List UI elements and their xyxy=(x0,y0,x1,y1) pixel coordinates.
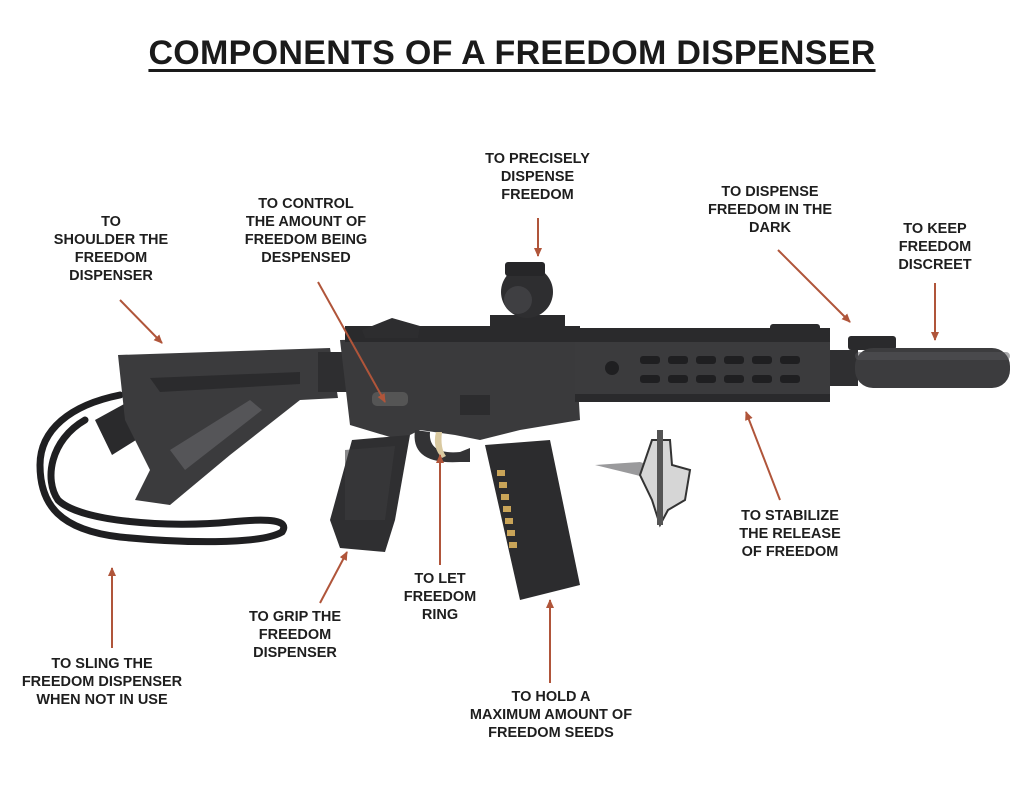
receiver xyxy=(340,318,580,440)
sling-strap xyxy=(36,391,288,546)
label-selector: TO CONTROL THE AMOUNT OF FREEDOM BEING D… xyxy=(244,196,368,266)
callout-arrows xyxy=(108,218,939,683)
arrow-selector xyxy=(317,281,386,403)
arrow-grip xyxy=(319,551,348,604)
magazine xyxy=(485,440,580,600)
label-sling: TO SLING THE FREEDOM DISPENSER WHEN NOT … xyxy=(21,656,183,708)
buttstock xyxy=(118,348,348,505)
suppressor xyxy=(830,348,1010,388)
label-grip: TO GRIP THE FREEDOM DISPENSER xyxy=(248,609,342,661)
label-optic: TO PRECISELY DISPENSE FREEDOM xyxy=(485,151,590,203)
label-suppressor: TO KEEP FREEDOM DISCREET xyxy=(898,221,972,273)
red-dot-optic xyxy=(490,262,565,337)
trigger-guard xyxy=(414,430,470,463)
arrow-light xyxy=(777,249,851,323)
arrow-stock xyxy=(119,299,163,344)
label-trigger: TO LET FREEDOM RING xyxy=(403,571,477,623)
page-title: COMPONENTS OF A FREEDOM DISPENSER xyxy=(148,34,876,72)
trigger xyxy=(434,432,446,458)
label-stock: TO SHOULDER THE FREEDOM DISPENSER xyxy=(53,214,169,284)
arrow-handguard xyxy=(745,411,781,501)
label-handguard: TO STABILIZE THE RELEASE OF FREEDOM xyxy=(739,508,841,560)
weapon-light xyxy=(770,324,896,350)
texas-blade-logo xyxy=(595,430,692,528)
label-magazine: TO HOLD A MAXIMUM AMOUNT OF FREEDOM SEED… xyxy=(469,689,633,741)
label-light: TO DISPENSE FREEDOM IN THE DARK xyxy=(707,184,833,236)
handguard xyxy=(575,328,830,402)
